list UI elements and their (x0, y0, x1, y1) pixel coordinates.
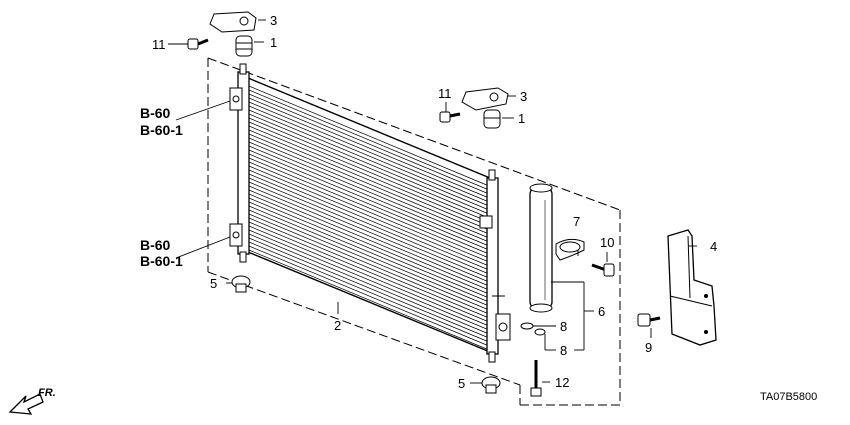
condenser-fin (248, 249, 490, 351)
condenser-fin (248, 237, 490, 339)
callout-11-mid: 11 (438, 86, 452, 101)
receiver-dryer (529, 183, 553, 313)
condenser-fin (248, 149, 490, 251)
condenser-fin (248, 137, 490, 239)
callout-3-top: 3 (270, 13, 277, 28)
front-direction-label: FR. (38, 387, 56, 399)
condenser-fin (248, 85, 490, 187)
condenser-fin (248, 117, 490, 219)
middle-bracket-set (439, 87, 509, 129)
callout-8-a: 8 (560, 319, 567, 334)
dryer-clamp (555, 238, 585, 261)
condenser-fin (248, 201, 490, 303)
bolt-12 (530, 360, 542, 397)
condenser-fin (248, 93, 490, 195)
condenser-fin (248, 89, 490, 191)
condenser-fin (248, 97, 490, 199)
callout-10: 10 (600, 235, 614, 250)
condenser-fin (248, 221, 490, 323)
condenser-fin (248, 101, 490, 203)
clip-9 (637, 313, 661, 327)
condenser-fin (248, 105, 490, 207)
leader-lines (168, 19, 697, 384)
condenser-fin (248, 233, 490, 335)
side-seal (667, 229, 717, 346)
condenser-fin (248, 121, 490, 223)
condenser-fin (248, 145, 490, 247)
callout-1-top: 1 (270, 35, 277, 50)
condenser-fin (248, 217, 490, 319)
callout-9: 9 (645, 340, 652, 355)
condenser-fin (248, 153, 490, 255)
callout-2: 2 (334, 318, 341, 333)
condenser-fin (248, 177, 490, 279)
reference-upper-b60: B-60 (140, 105, 171, 121)
condenser-fin (248, 161, 490, 263)
callout-12: 12 (555, 375, 569, 390)
condenser-fin (248, 125, 490, 227)
callout-5-bottom: 5 (458, 376, 465, 391)
diagram-code: TA07B5800 (760, 391, 817, 403)
callout-11-top: 11 (152, 37, 166, 52)
condenser-fin (248, 229, 490, 331)
condenser-fin (248, 209, 490, 311)
reference-lower-b60-1: B-60-1 (140, 253, 183, 269)
o-rings (520, 322, 546, 336)
condenser-fin (248, 225, 490, 327)
callout-5-left: 5 (210, 276, 217, 291)
assembly-boundary (207, 57, 621, 406)
bolt-10 (591, 263, 615, 277)
condenser-fin (248, 205, 490, 307)
callout-7: 7 (573, 214, 580, 229)
condenser-fin (248, 109, 490, 211)
upper-bracket-set (187, 11, 257, 57)
condenser-fin (248, 241, 490, 343)
condenser-fin (248, 213, 490, 315)
callout-1-mid: 1 (518, 111, 525, 126)
mount-cushion-bottom (481, 376, 501, 394)
condenser-fin (248, 193, 490, 295)
callout-6: 6 (598, 304, 605, 319)
condenser-fin (248, 141, 490, 243)
condenser-fin (248, 181, 490, 283)
callout-8-b: 8 (560, 343, 567, 358)
condenser-fin (248, 245, 490, 347)
condenser-fin (248, 173, 490, 275)
reference-lower-b60: B-60 (140, 237, 171, 253)
condenser-fin (248, 165, 490, 267)
callout-4: 4 (710, 239, 717, 254)
callout-3-mid: 3 (520, 89, 527, 104)
condenser-fin (248, 129, 490, 231)
condenser-fin (248, 185, 490, 287)
condenser-fin (248, 113, 490, 215)
front-direction-arrow: FR. (8, 387, 56, 415)
condenser-fin (248, 157, 490, 259)
condenser-core (229, 63, 511, 363)
condenser-fin (248, 169, 490, 271)
reference-upper-b60-1: B-60-1 (140, 122, 183, 138)
mount-cushion-left (231, 275, 251, 293)
condenser-fin (248, 197, 490, 299)
condenser-fin (248, 189, 490, 291)
condenser-fin (248, 133, 490, 235)
